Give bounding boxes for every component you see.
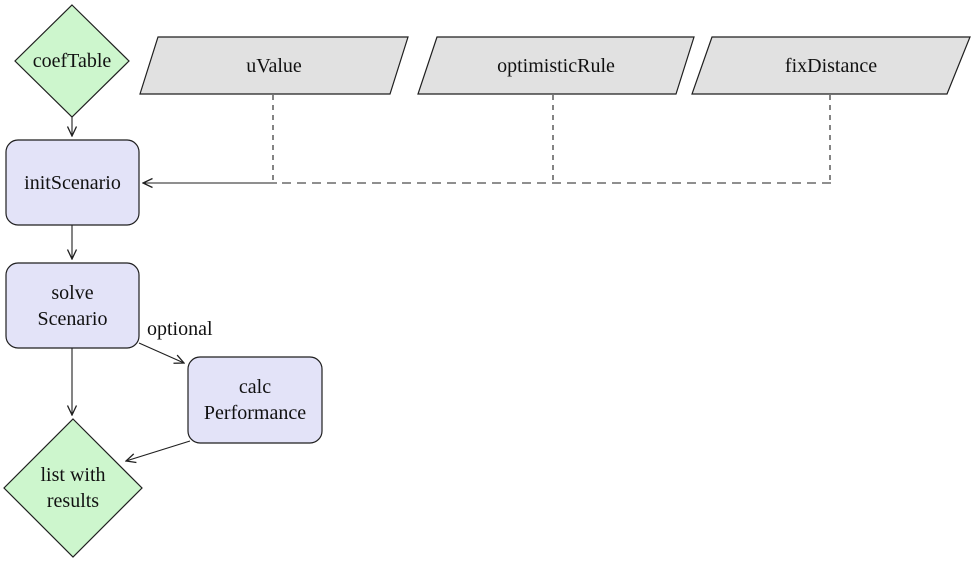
calcperformance-box-shape — [187, 356, 323, 444]
listresults-diamond-shape — [3, 418, 143, 558]
uvalue-parallelogram-shape — [139, 36, 409, 95]
fixdistance-parallelogram-shape — [691, 36, 971, 95]
solvescenario-box-shape — [5, 262, 140, 349]
initscenario-box-shape — [5, 139, 140, 226]
edge-calcperformance-to-listresults — [126, 440, 191, 461]
optimisticrule-parallelogram-shape — [417, 36, 695, 95]
edge-solvescenario-to-calcperformance — [138, 342, 184, 363]
coeftable-diamond-shape — [14, 4, 130, 118]
